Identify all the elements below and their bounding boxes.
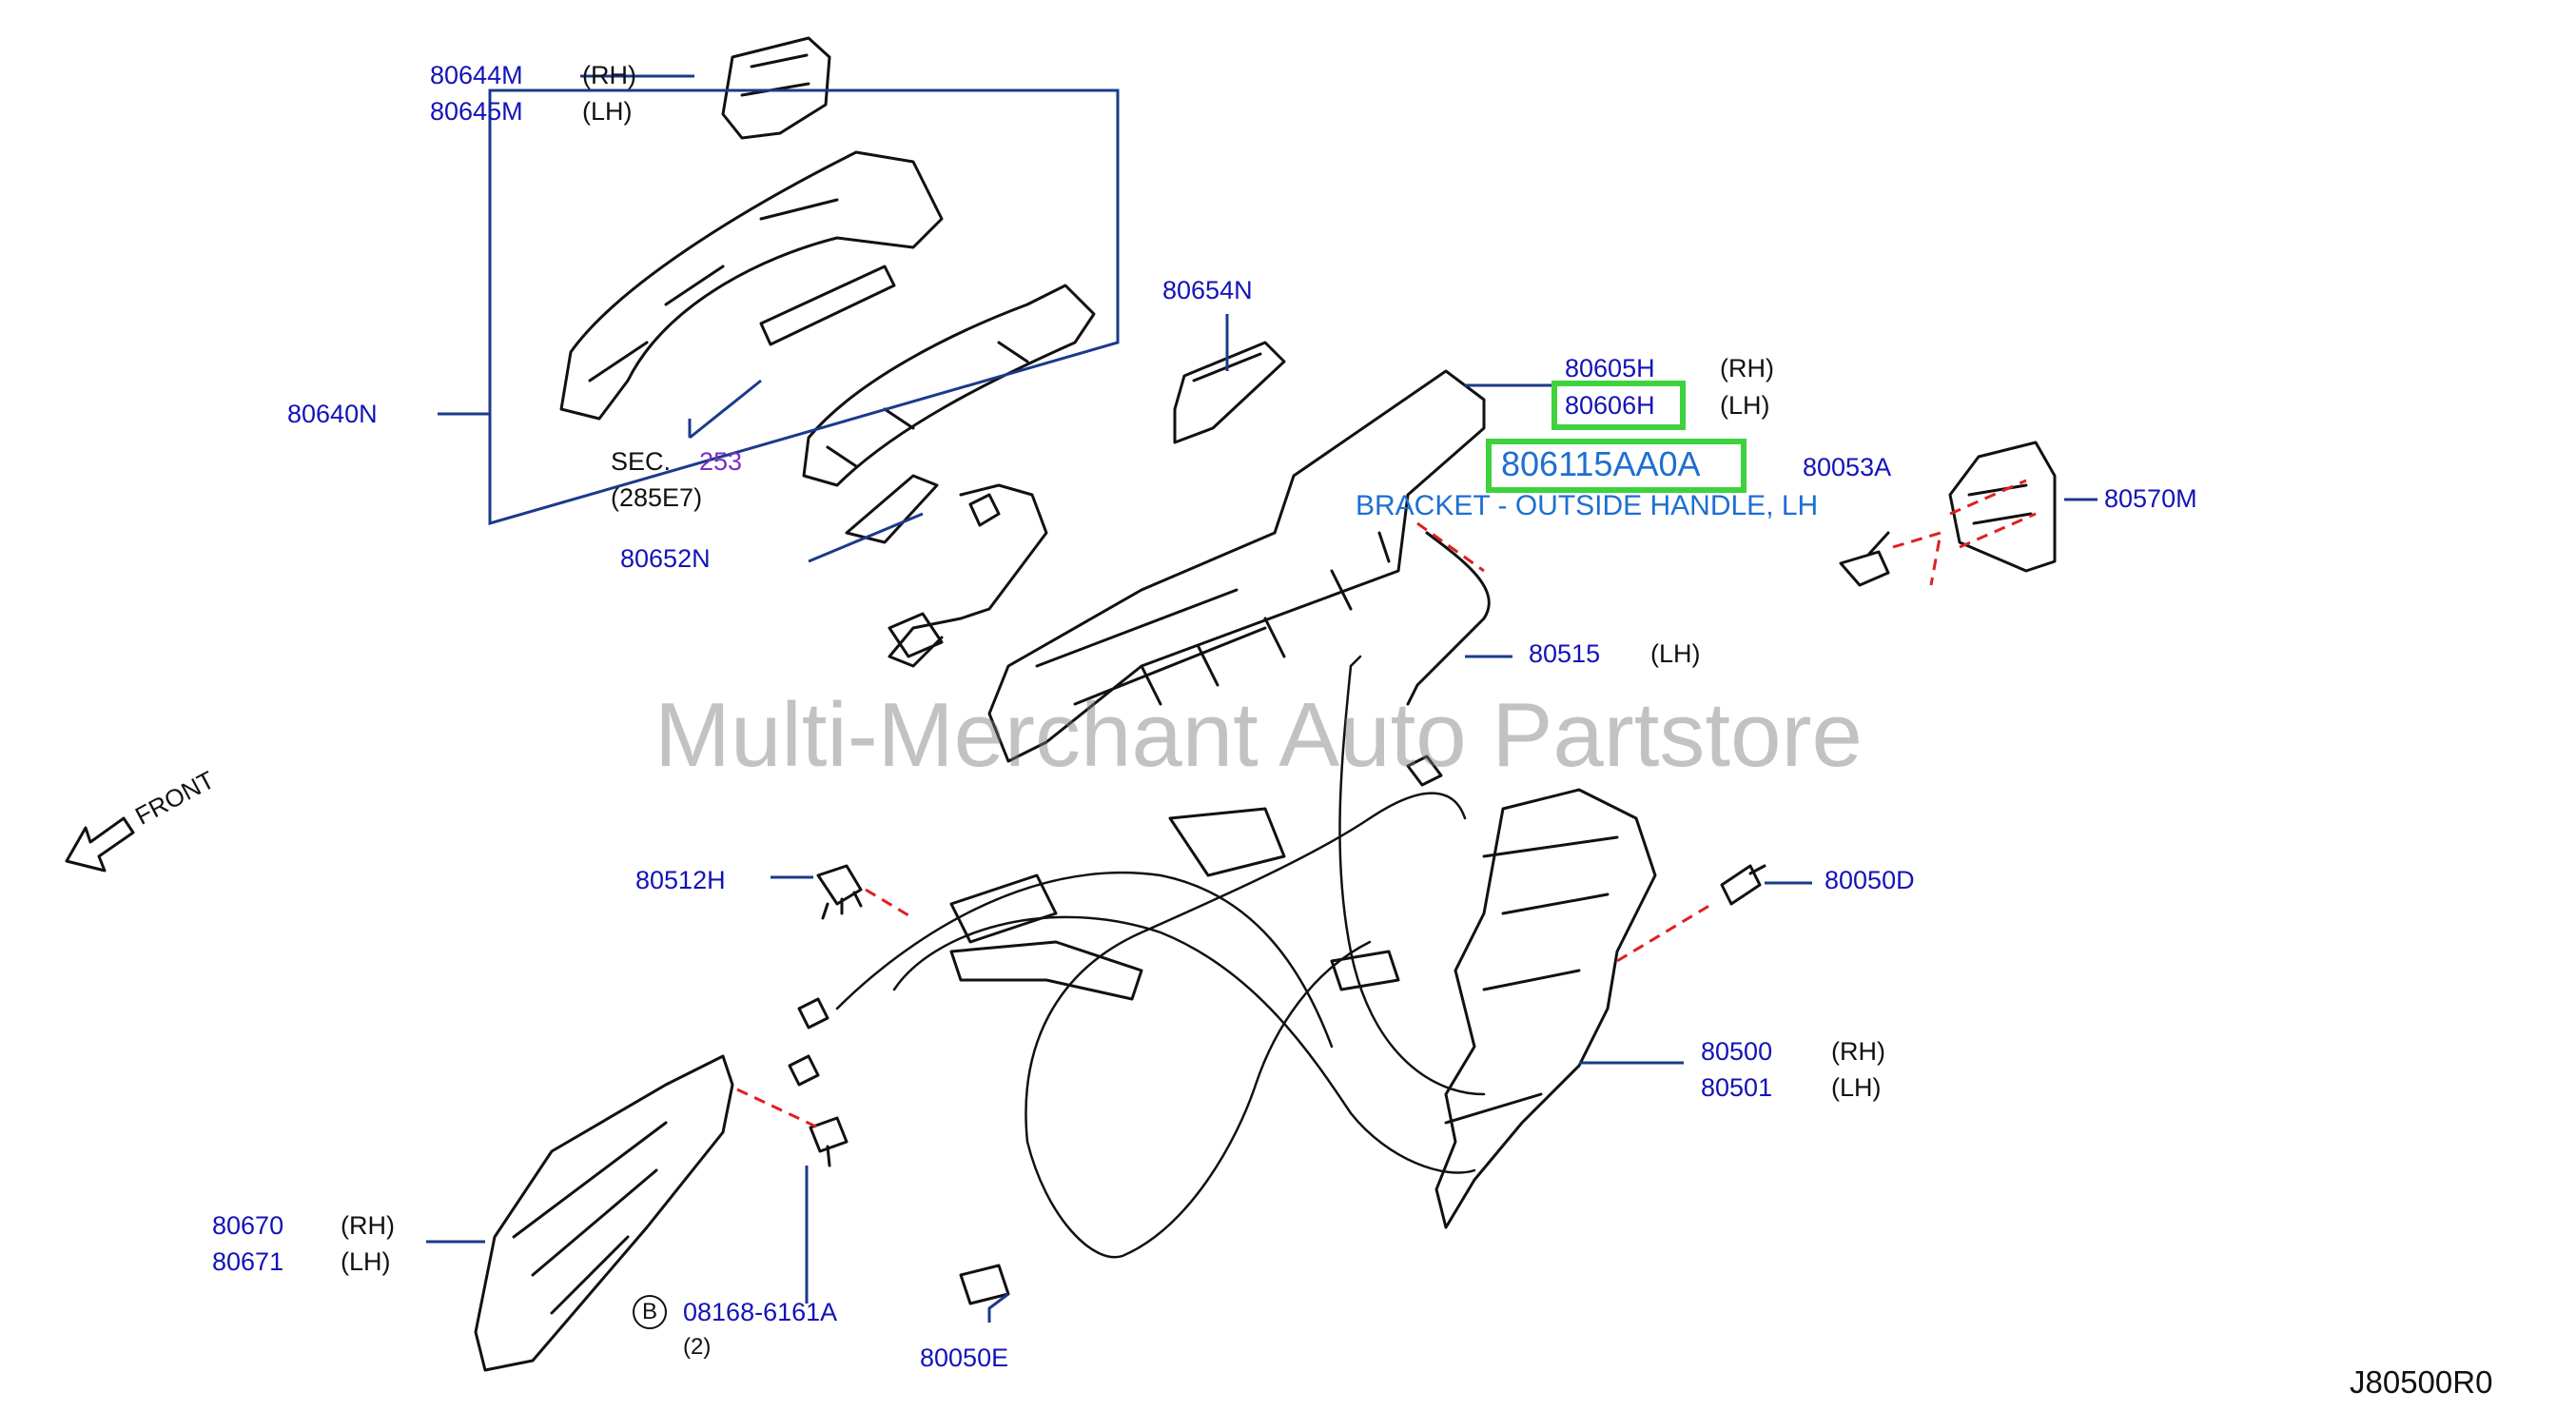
door-lock-actuator-part: [1434, 788, 1657, 1229]
dashed-leader-line: [736, 1088, 819, 1129]
callout-side-80671: (LH): [341, 1247, 391, 1276]
callout-part-80671: 80671: [212, 1247, 284, 1276]
callout-side-80670: (RH): [341, 1211, 395, 1240]
callout-qty-08168-6161A: (2): [683, 1334, 712, 1360]
callout-part-80645M: 80645M: [430, 97, 523, 126]
key-cylinder-wire-part: [888, 483, 1048, 668]
bolt-marker-circle: B: [633, 1295, 667, 1329]
clip-part: [816, 864, 863, 920]
callout-part-80654N: 80654N: [1162, 276, 1253, 304]
leader-line: [987, 1292, 1009, 1323]
cable-part: [1025, 792, 1467, 1144]
highlight-description: BRACKET - OUTSIDE HANDLE, LH: [1356, 490, 1819, 521]
handle-cover-part: [721, 36, 831, 140]
cable-end-part: [788, 997, 829, 1087]
highlight-part-number: 806115AA0A: [1501, 444, 1701, 483]
callout-part-80050D: 80050D: [1825, 866, 1915, 894]
callout-part-80640N: 80640N: [287, 400, 378, 428]
callout-part-80670: 80670: [212, 1211, 284, 1240]
cable-sheath-part: [949, 873, 1143, 1001]
section-ref-code: (285E7): [611, 483, 703, 512]
drawing-code: J80500R0: [2350, 1364, 2493, 1400]
inside-handle-part: [474, 1054, 734, 1372]
gasket-part: [845, 474, 939, 544]
section-ref-number: 253: [699, 447, 743, 476]
callout-part-80652N: 80652N: [620, 544, 711, 573]
callout-part-80500: 80500: [1701, 1037, 1773, 1066]
callout-part-08168-6161A: 08168-6161A: [683, 1298, 838, 1326]
cable-part: [1338, 655, 1486, 1096]
callout-side-80644M: (RH): [582, 61, 636, 89]
lock-clip-part: [1406, 755, 1443, 787]
callout-side-80500: (RH): [1831, 1037, 1885, 1066]
callout-side-80501: (LH): [1831, 1073, 1882, 1102]
callout-part-80644M: 80644M: [430, 61, 523, 89]
callout-part-80606H: 80606H: [1565, 391, 1655, 420]
callout-part-80570M: 80570M: [2104, 484, 2197, 513]
outside-handle-part: [559, 150, 944, 421]
highlight-box-80606H: [1551, 381, 1686, 430]
outside-handle-bracket-part: [987, 369, 1486, 763]
callout-side-80606H: (LH): [1720, 391, 1770, 420]
callout-part-80050E: 80050E: [920, 1343, 1009, 1372]
callout-part-80512H: 80512H: [635, 866, 726, 894]
callout-side-80515: (LH): [1650, 639, 1701, 668]
key-cylinder-part: [888, 493, 1001, 658]
dashed-leader-line: [1616, 902, 1713, 963]
callout-part-80053A: 80053A: [1803, 453, 1892, 481]
callout-part-80515: 80515: [1529, 639, 1601, 668]
cable-part: [835, 871, 1334, 1049]
hex-bolt-part: [809, 1116, 849, 1167]
section-ref-prefix: SEC.: [611, 447, 672, 476]
cable-part: [1025, 940, 1372, 1259]
highlight-box-part-number: [1486, 439, 1747, 493]
seal-part: [1173, 341, 1286, 444]
watermark-text: Multi-Merchant Auto Partstore: [654, 684, 1863, 786]
handle-frame-part: [802, 284, 1096, 487]
cable-part: [892, 915, 1476, 1174]
callout-side-80605H: (RH): [1720, 354, 1774, 382]
callout-part-80605H: 80605H: [1565, 354, 1655, 382]
handle-grip-part: [759, 265, 896, 346]
bracket-leader-line: [488, 88, 1120, 525]
callout-side-80645M: (LH): [582, 97, 633, 126]
cable-sheath-part: [1168, 807, 1400, 991]
rod-part: [1406, 531, 1491, 706]
bolt-part: [1720, 864, 1766, 906]
leader-line: [689, 379, 762, 440]
leader-line: [808, 512, 924, 563]
dashed-leader-line: [1892, 479, 2037, 586]
striker-part: [1948, 441, 2057, 573]
callout-part-80501: 80501: [1701, 1073, 1773, 1102]
dashed-leader-line: [1416, 521, 1485, 573]
screw-part: [1839, 531, 1890, 587]
dashed-leader-line: [865, 888, 914, 920]
front-arrow-icon: [65, 816, 135, 873]
